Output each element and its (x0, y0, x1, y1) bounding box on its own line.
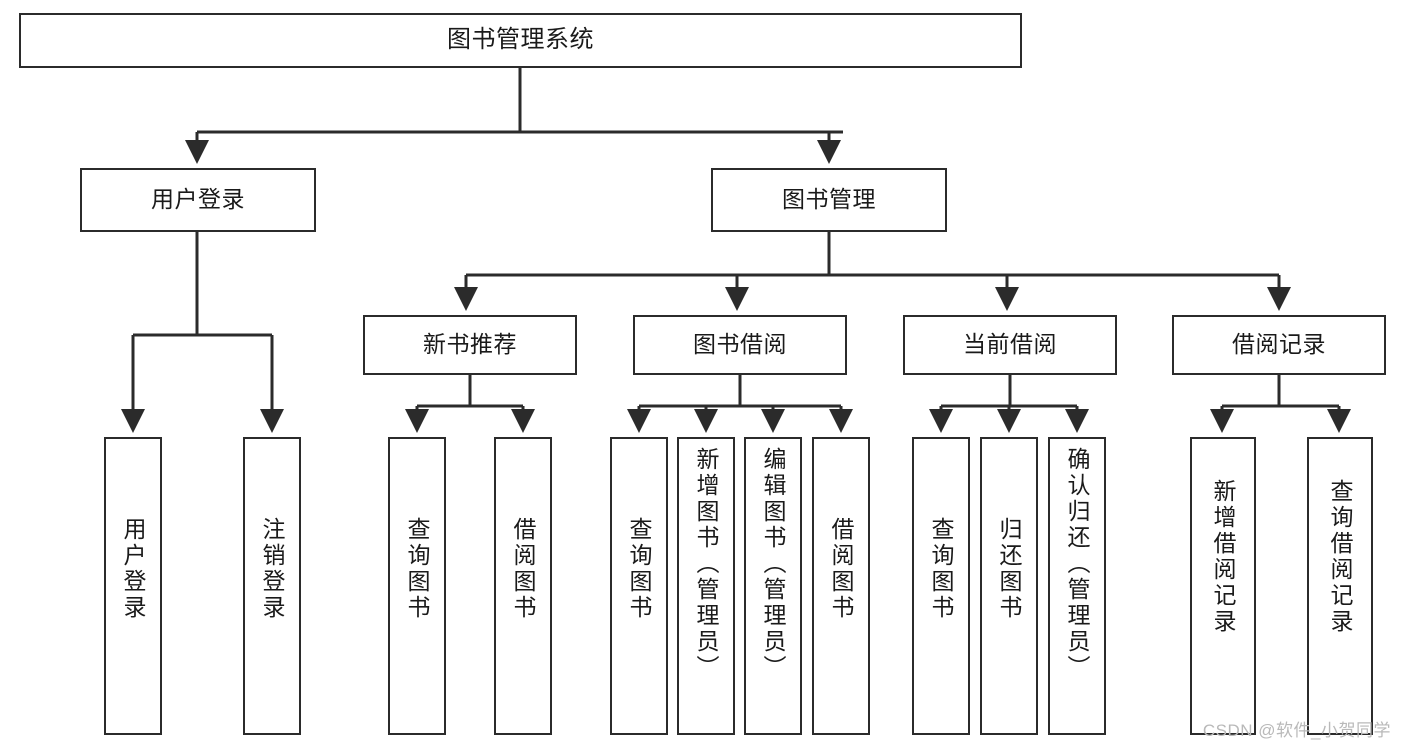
node-label: 查询图书 (626, 517, 653, 621)
node-label: 注销登录 (259, 517, 286, 621)
node-borrow-record[interactable]: 借阅记录 (1172, 315, 1386, 375)
node-label: 当前借阅 (963, 331, 1057, 358)
leaf-return-book[interactable]: 归还图书 (980, 437, 1038, 735)
leaf-query-borrow-record[interactable]: 查询借阅记录 (1307, 437, 1373, 735)
leaf-query-book-newbook[interactable]: 查询图书 (388, 437, 446, 735)
node-root-system[interactable]: 图书管理系统 (19, 13, 1022, 68)
leaf-add-book-admin[interactable]: 新增图书（管理员） (677, 437, 735, 735)
node-label: 查询借阅记录 (1327, 479, 1354, 635)
node-label: 新书推荐 (423, 331, 517, 358)
leaf-add-borrow-record[interactable]: 新增借阅记录 (1190, 437, 1256, 735)
node-label: 借阅图书 (510, 517, 537, 621)
node-label: 新增借阅记录 (1210, 479, 1237, 635)
leaf-user-login[interactable]: 用户登录 (104, 437, 162, 735)
node-label: 确认归还（管理员） (1064, 447, 1091, 681)
node-label: 归还图书 (996, 517, 1023, 621)
node-label: 借阅图书 (828, 517, 855, 621)
node-current-borrow[interactable]: 当前借阅 (903, 315, 1117, 375)
node-book-borrow[interactable]: 图书借阅 (633, 315, 847, 375)
node-label: 查询图书 (404, 517, 431, 621)
leaf-edit-book-admin[interactable]: 编辑图书（管理员） (744, 437, 802, 735)
node-label: 编辑图书（管理员） (760, 447, 787, 681)
node-label: 新增图书（管理员） (693, 447, 720, 681)
node-label: 借阅记录 (1232, 331, 1326, 358)
node-label: 图书管理 (782, 186, 876, 213)
node-label: 用户登录 (151, 186, 245, 213)
leaf-borrow-book-borrow[interactable]: 借阅图书 (812, 437, 870, 735)
leaf-query-book-current[interactable]: 查询图书 (912, 437, 970, 735)
leaf-confirm-return-admin[interactable]: 确认归还（管理员） (1048, 437, 1106, 735)
node-user-login[interactable]: 用户登录 (80, 168, 316, 232)
leaf-query-book-borrow[interactable]: 查询图书 (610, 437, 668, 735)
node-label: 图书借阅 (693, 331, 787, 358)
node-book-management[interactable]: 图书管理 (711, 168, 947, 232)
node-label: 查询图书 (928, 517, 955, 621)
leaf-borrow-book-newbook[interactable]: 借阅图书 (494, 437, 552, 735)
node-new-book-recommend[interactable]: 新书推荐 (363, 315, 577, 375)
node-label: 用户登录 (120, 517, 147, 621)
node-label: 图书管理系统 (447, 26, 594, 54)
leaf-logout[interactable]: 注销登录 (243, 437, 301, 735)
